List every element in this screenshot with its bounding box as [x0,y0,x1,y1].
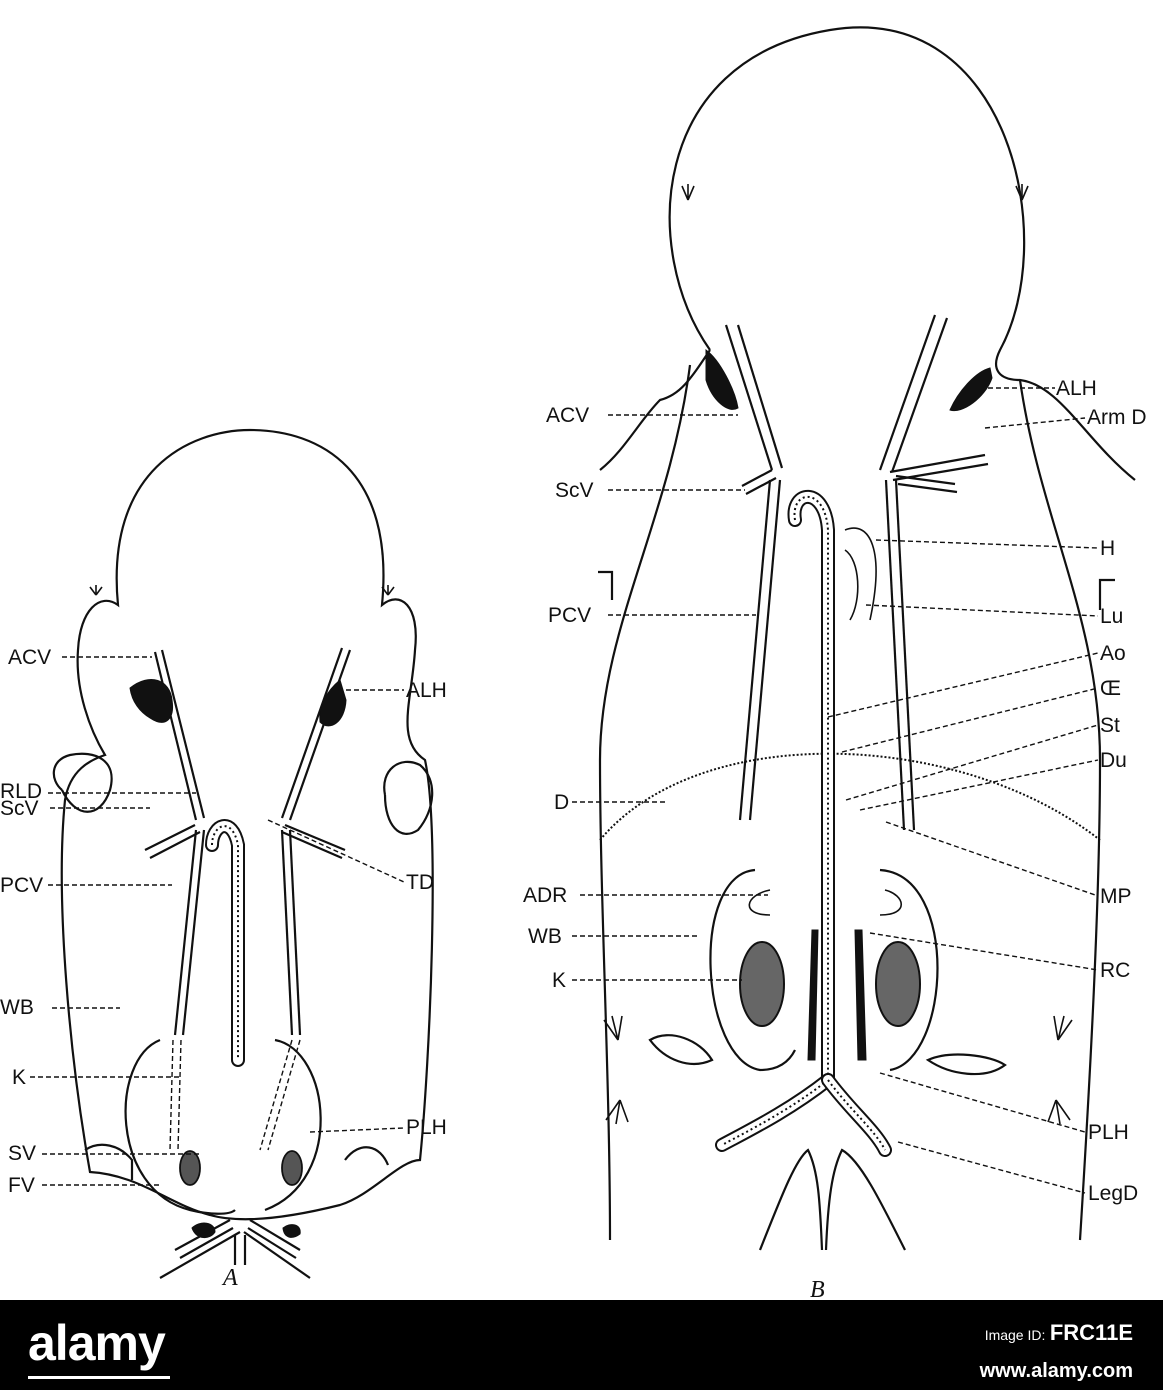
label-b-wb: WB [528,925,562,948]
label-b-oe: Œ [1100,677,1121,700]
label-b-pcv: PCV [548,604,591,627]
thoracic-duct-stripes [211,825,239,1060]
label-b-k: K [552,969,566,992]
panel-a-labels: ACV RLD ScV PCV WB K SV FV ALH TD PLH A [0,646,447,1291]
label-a-fv: FV [8,1174,35,1197]
label-b-lu: Lu [1100,605,1123,628]
label-b-du: Du [1100,749,1127,772]
label-b-alh: ALH [1056,377,1097,400]
alamy-logo: alamy [28,1315,166,1371]
label-b-plh: PLH [1088,1121,1129,1144]
label-b-d: D [554,791,569,814]
label-b-legd: LegD [1088,1182,1138,1205]
panel-b-leaders [572,387,1099,1194]
label-a-acv: ACV [8,646,51,669]
label-a-wb: WB [0,996,34,1019]
label-a-sv: SV [8,1142,36,1165]
label-a-plh: PLH [406,1116,447,1139]
caption-a: A [221,1265,238,1291]
label-b-armd: Arm D [1087,406,1147,429]
anatomical-diagram: ACV RLD ScV PCV WB K SV FV ALH TD PLH A [0,26,1147,1300]
logo-underline [28,1376,170,1379]
label-a-scv: ScV [0,797,39,820]
figure: ACV RLD ScV PCV WB K SV FV ALH TD PLH A [0,26,1147,1300]
label-b-acv: ACV [546,404,589,427]
site-url: www.alamy.com [979,1360,1133,1382]
panel-b-labels: ACV ScV PCV D ADR WB K ALH Arm D H Lu Ao… [523,377,1147,1300]
label-a-td: TD [406,871,434,894]
label-b-rc: RC [1100,959,1130,982]
label-b-h: H [1100,537,1115,560]
label-b-scv: ScV [555,479,594,502]
panel-a-drawing [52,428,434,1279]
caption-b: B [810,1277,825,1300]
image-id-code: FRC11E [1049,1320,1133,1345]
panel-a-leaders [30,656,405,1186]
label-b-st: St [1100,714,1120,737]
image-id-label: Image ID: [984,1327,1046,1343]
label-b-mp: MP [1100,885,1132,908]
panel-b-drawing [598,26,1136,1251]
label-b-ao: Ao [1100,642,1126,665]
label-a-alh: ALH [406,679,447,702]
label-a-rld: RLD [0,780,42,803]
label-a-k: K [12,1066,26,1089]
label-b-adr: ADR [523,884,567,907]
label-a-pcv: PCV [0,874,43,897]
watermark-footer: alamy Image ID: FRC11E www.alamy.com [0,1300,1163,1390]
image-id-block: Image ID: FRC11E [985,1320,1133,1346]
